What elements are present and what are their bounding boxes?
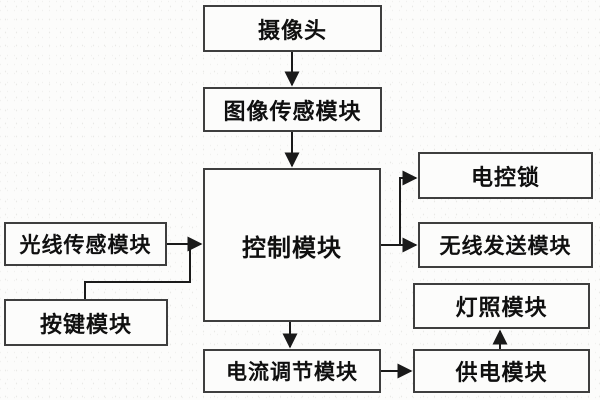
edge-control-to-electric-lock: [399, 170, 418, 245]
node-current-regulation: 电流调节模块: [203, 349, 381, 393]
node-lighting: 灯照模块: [413, 283, 590, 329]
node-camera: 摄像头: [203, 5, 382, 52]
node-control: 控制模块: [203, 168, 381, 322]
node-electric-lock: 电控锁: [418, 152, 593, 199]
node-power-supply: 供电模块: [413, 349, 590, 393]
node-light-sensor: 光线传感模块: [4, 222, 167, 266]
node-image-sensor: 图像传感模块: [203, 87, 382, 132]
node-wireless-send: 无线发送模块: [418, 222, 593, 268]
node-key-module: 按键模块: [4, 299, 168, 346]
